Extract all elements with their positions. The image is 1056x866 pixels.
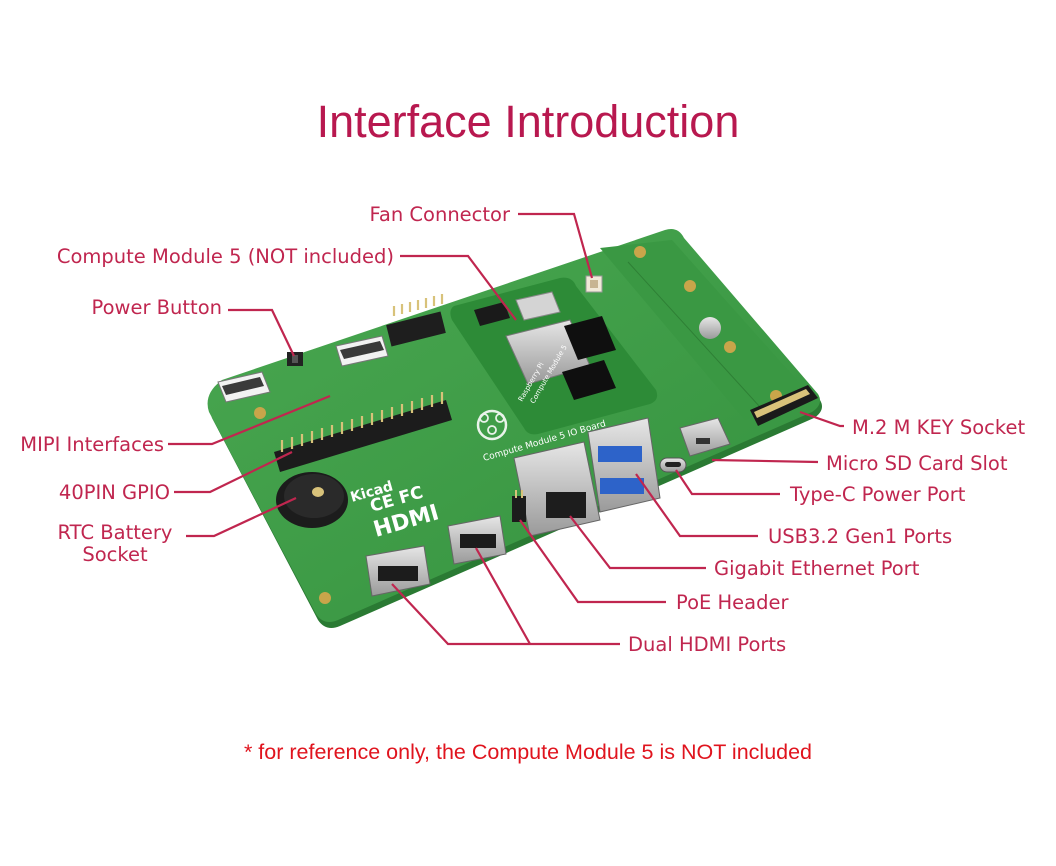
poe-header [512, 490, 526, 522]
hdmi-port [447, 515, 507, 565]
power-button [287, 352, 303, 366]
micro-sd-slot [679, 417, 731, 457]
label-poe-header: PoE Header [676, 591, 789, 614]
label-type-c: Type-C Power Port [789, 483, 966, 506]
mount-hole [319, 592, 331, 604]
label-mipi-interfaces: MIPI Interfaces [20, 433, 164, 456]
mipi-connector [217, 371, 271, 403]
mount-hole [684, 280, 696, 292]
mipi-connector [335, 335, 389, 367]
label-m2-socket: M.2 M KEY Socket [852, 416, 1025, 439]
raspberry-pi-logo [476, 409, 508, 441]
label-micro-sd: Micro SD Card Slot [826, 452, 1008, 475]
io-board: Kicad HDMI CE FC Compute Module 5 IO Boa… [207, 229, 822, 628]
page-title: Interface Introduction [316, 96, 740, 147]
label-hdmi-ports: Dual HDMI Ports [628, 633, 786, 656]
gpio-header [274, 392, 452, 472]
compute-module: Raspberry Pi Compute Module 5 [450, 277, 658, 435]
ethernet-port [513, 441, 601, 537]
label-fan-connector: Fan Connector [369, 203, 510, 226]
leader-lines [168, 212, 844, 646]
mount-hole [724, 341, 736, 353]
fan-connector [585, 275, 603, 293]
hdmi-port [365, 545, 431, 597]
type-c-port [659, 457, 687, 473]
usb-ports [587, 417, 661, 513]
m2-standoff [699, 317, 721, 339]
pin-header [386, 294, 446, 347]
label-usb-ports: USB3.2 Gen1 Ports [768, 525, 952, 548]
mount-hole [634, 246, 646, 258]
m2-socket [750, 385, 818, 426]
mount-hole [254, 407, 266, 419]
label-compute-module: Compute Module 5 (NOT included) [57, 245, 394, 268]
label-rtc-battery: RTC Battery [58, 521, 173, 544]
label-gpio: 40PIN GPIO [59, 481, 170, 504]
label-ethernet: Gigabit Ethernet Port [714, 557, 920, 580]
footnote: * for reference only, the Compute Module… [243, 740, 813, 764]
label-power-button: Power Button [92, 296, 222, 319]
rtc-battery-socket [276, 472, 348, 528]
label-rtc-socket: Socket [82, 543, 148, 566]
